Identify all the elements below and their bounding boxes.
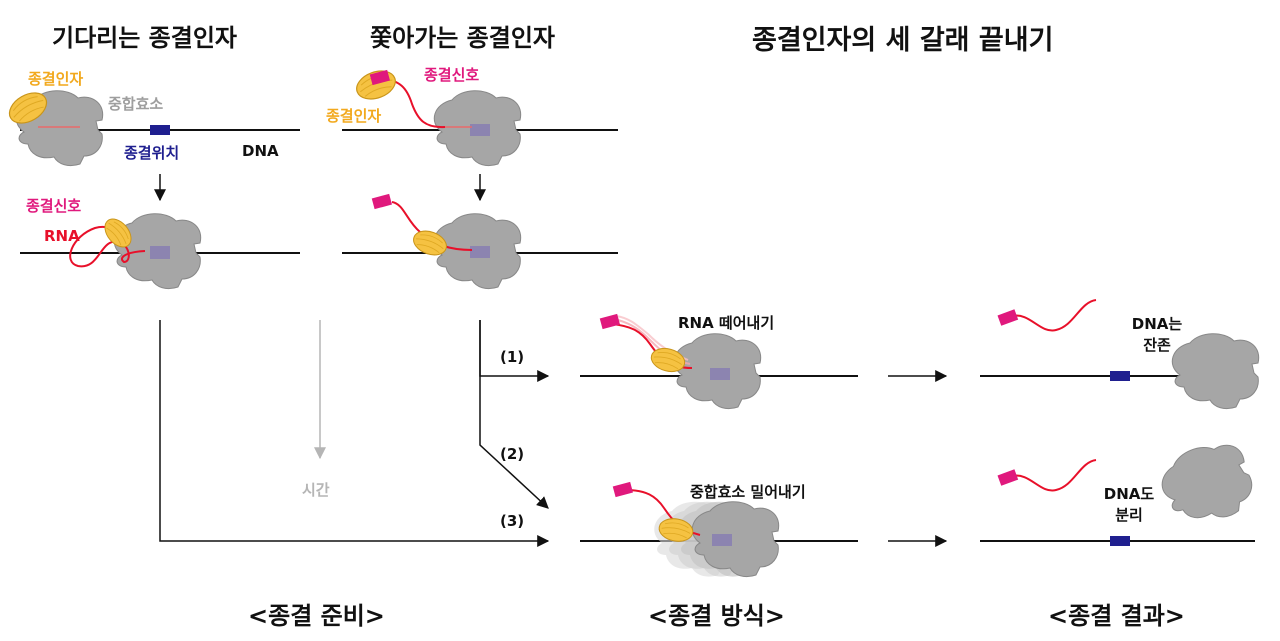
termination-factor-shape [352, 65, 400, 105]
label-termination-signal: 종결신호 [424, 66, 480, 84]
label-termination-signal: 종결신호 [26, 197, 82, 215]
label-termination-factor: 종결인자 [326, 107, 382, 125]
label-time: 시간 [302, 481, 330, 499]
label-rna: RNA [44, 227, 80, 245]
termination-site-box [470, 246, 490, 258]
result-dna-remains-line2: 잔존 [1143, 336, 1171, 354]
result-dna-separated-line2: 분리 [1115, 506, 1143, 524]
termination-signal-tag [371, 193, 392, 210]
main-title: 종결인자의 세 갈래 끝내기 [752, 25, 1054, 56]
termination-site-box [150, 246, 170, 259]
caption-termination-result: <종결 결과> [1048, 602, 1185, 630]
rna-polymerase-shape [1153, 433, 1261, 535]
rna-strand [1011, 299, 1097, 332]
heading-chasing-factor: 쫓아가는 종결인자 [370, 24, 555, 52]
result-dna-separated: DNA도 분리 [1094, 484, 1164, 526]
label-termination-site: 종결위치 [124, 144, 180, 162]
label-termination-factor: 종결인자 [28, 70, 84, 88]
result-dna-remains: DNA는 잔존 [1122, 314, 1192, 356]
label-polymerase: 중합효소 [108, 95, 164, 113]
termination-site-box [712, 534, 732, 546]
termination-signal-tag [599, 313, 620, 330]
heading-waiting-factor: 기다리는 종결인자 [52, 24, 237, 52]
mode-polymerase-push: 중합효소 밀어내기 [690, 483, 806, 501]
caption-termination-prep: <종결 준비> [248, 602, 385, 630]
path-label-1: (1) [500, 348, 525, 366]
termination-signal-tag [997, 469, 1019, 486]
path-label-2: (2) [500, 445, 525, 463]
rna-strand [1011, 459, 1097, 492]
mode-rna-release: RNA 떼어내기 [678, 314, 775, 332]
termination-site-box [710, 368, 730, 380]
termination-site-box [470, 124, 490, 136]
termination-site-box [150, 125, 170, 135]
caption-termination-mode: <종결 방식> [648, 602, 785, 630]
result-dna-separated-line1: DNA도 [1103, 485, 1155, 503]
label-dna: DNA [242, 142, 279, 160]
termination-site-box [1110, 371, 1130, 381]
termination-signal-tag [369, 69, 390, 86]
termination-site-box [1110, 536, 1130, 546]
path-label-3: (3) [500, 512, 525, 530]
rna-strand [69, 226, 146, 268]
result-dna-remains-line1: DNA는 [1131, 315, 1183, 333]
termination-signal-tag [612, 481, 633, 498]
termination-signal-tag [997, 309, 1019, 326]
